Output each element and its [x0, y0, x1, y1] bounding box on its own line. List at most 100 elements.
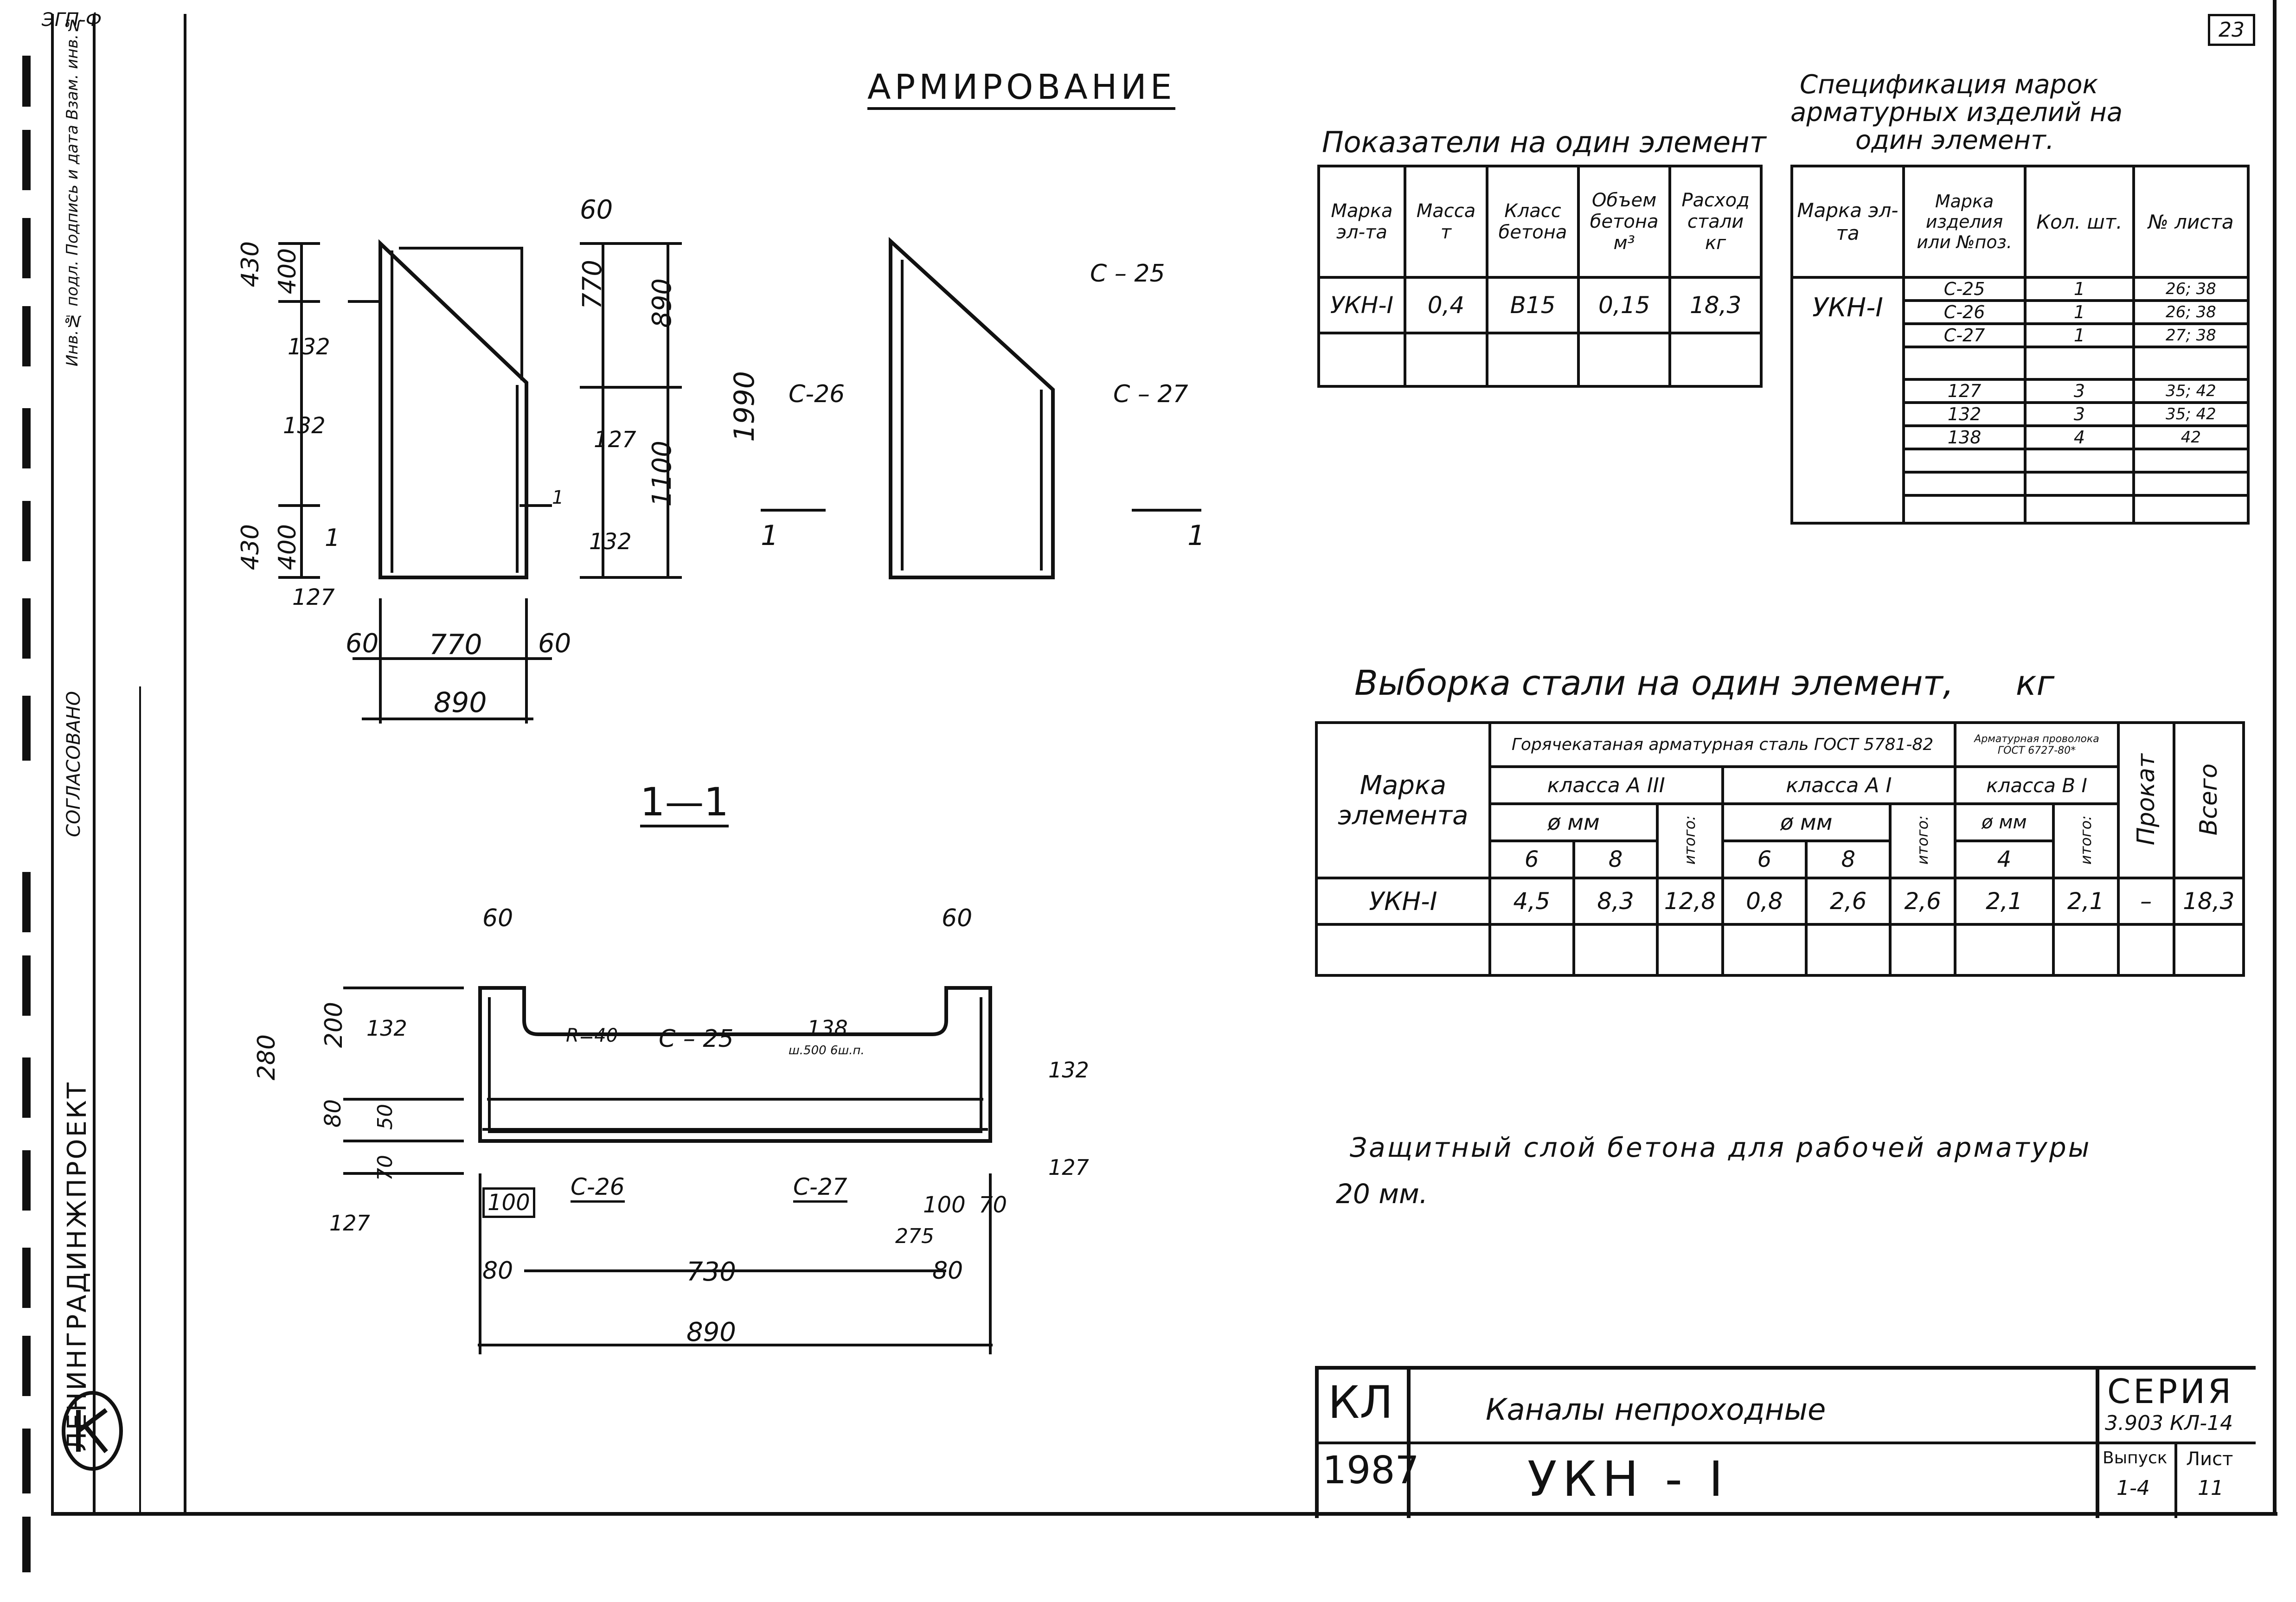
sec-w100-right: 100 [923, 1192, 966, 1218]
steel-empty-7 [1954, 923, 2055, 977]
sec-w80-left: 80 [482, 1257, 513, 1285]
dim-right-890: 890 [647, 278, 677, 328]
right-frame-line [2273, 0, 2277, 1516]
steel-r-a1-total: 2,6 [1889, 877, 1957, 926]
dim-left-bottom: 430 [237, 524, 264, 570]
steel-r-element: УКН-I [1315, 877, 1491, 926]
tb-name: Каналы непроходные [1486, 1393, 1826, 1427]
spec-r9-c2 [2132, 494, 2250, 525]
steel-d-1: 8 [1572, 839, 1659, 879]
sec-h200: 200 [320, 1002, 348, 1048]
sec-h280: 280 [253, 1034, 281, 1081]
spec-r2-c2: 27; 38 [2132, 322, 2250, 348]
steel-h-itogo-b1: итого: [2052, 802, 2120, 879]
steel-d-2: 6 [1721, 839, 1808, 879]
steel-h-vsego: Всего [2172, 721, 2245, 879]
ind-r1-c1 [1403, 332, 1488, 388]
side-mark-right: 1 [1187, 519, 1206, 552]
sec-label-127-right: 127 [1048, 1155, 1089, 1180]
tb-mark: УКН - I [1527, 1451, 1729, 1507]
dim-top-60: 60 [580, 195, 613, 225]
steel-h-element: Марка элемента [1315, 721, 1491, 879]
sheet-corner-number: 23 [2208, 14, 2255, 46]
sec-top-60-right: 60 [942, 904, 973, 932]
side-mark-left: 1 [761, 519, 779, 552]
steel-d-0: 6 [1488, 839, 1575, 879]
steel-empty-10 [2172, 923, 2245, 977]
sec-r40: R=40 [566, 1025, 618, 1046]
tb-sheet-label: Лист [2186, 1448, 2233, 1470]
dim-upper-770: 770 [577, 260, 608, 309]
spec-r7-c1 [2024, 448, 2135, 474]
ind-h-3: Объем бетона м³ [1577, 165, 1672, 279]
steel-empty-0 [1315, 923, 1491, 977]
label-127-b: 127 [292, 584, 335, 610]
label-132-b: 132 [283, 413, 326, 439]
steel-caption: Выборка стали на один элемент, кг [1354, 663, 2054, 703]
steel-caption-unit: кг [2015, 663, 2055, 703]
sec-h70: 70 [373, 1155, 397, 1181]
spec-r9-c0 [1902, 494, 2027, 525]
indicators-caption: Показатели на один элемент [1322, 125, 1766, 159]
dim-bottom-60-left: 60 [346, 628, 379, 659]
organization-logo [58, 1387, 127, 1477]
sec-label-132-left: 132 [366, 1016, 407, 1041]
spec-element: УКН-I [1790, 276, 1905, 525]
sec-label-c27: С-27 [793, 1173, 847, 1203]
spec-r7-c0 [1902, 448, 2027, 474]
steel-r-a3-8: 8,3 [1572, 877, 1659, 926]
steel-r-b1-total: 2,1 [2052, 877, 2120, 926]
spec-r6-c1: 4 [2024, 424, 2135, 450]
binding-marks [19, 0, 37, 1600]
spec-r9-c1 [2024, 494, 2135, 525]
sec-h80: 80 [320, 1099, 346, 1128]
side-stamp-column-lines [93, 14, 96, 1512]
specification-table: Марка эл-та Марка изделия или №поз. Кол.… [1790, 165, 2250, 525]
tb-series-value: 3.903 КЛ-14 [2105, 1411, 2233, 1435]
indicators-table: Марка эл-та Масса т Класс бетона Объем б… [1317, 165, 1763, 388]
spec-caption-3: один элемент. [1855, 125, 2054, 155]
steel-h-class-a3: класса А III [1488, 765, 1724, 805]
sec-label-138-note: ш.500 6ш.п. [789, 1044, 865, 1057]
dim-lower-1100: 1100 [647, 441, 677, 507]
spec-r3-c2 [2132, 346, 2250, 381]
main-title: АРМИРОВАНИЕ [867, 67, 1176, 110]
spec-caption-2: арматурных изделий на [1790, 97, 2123, 128]
dim-overall-1990: 1990 [728, 371, 761, 442]
steel-empty-1 [1488, 923, 1575, 977]
title-block: КЛ 1987 Каналы непроходные УКН - I СЕРИЯ… [1315, 1366, 2256, 1518]
note-line-2: 20 мм. [1336, 1178, 1428, 1210]
spec-h-3: № листа [2132, 165, 2250, 279]
spec-r7-c2 [2132, 448, 2250, 474]
spec-r1-c2: 26; 38 [2132, 299, 2250, 325]
steel-h-itogo-a3: итого: [1656, 802, 1724, 879]
spec-r2-c1: 1 [2024, 322, 2135, 348]
steel-empty-9 [2116, 923, 2175, 977]
spec-h-2: Кол. шт. [2024, 165, 2135, 279]
spec-r0-c1: 1 [2024, 276, 2135, 302]
spec-r5-c1: 3 [2024, 401, 2135, 427]
steel-r-total: 18,3 [2172, 877, 2245, 926]
steel-table: Марка элемента Горячекатаная арматурная … [1315, 721, 2245, 977]
ind-r0-c0: УКН-I [1317, 276, 1406, 334]
spec-r8-c0 [1902, 471, 2027, 497]
spec-r2-c0: С-27 [1902, 322, 2027, 348]
side-stamp: Инв.№ подл. Подпись и дата Взам. инв.№ С… [51, 14, 186, 1512]
steel-h-vsego-text: Всего [2194, 763, 2223, 836]
steel-r-b1-4: 2,1 [1954, 877, 2055, 926]
sec-w100-left: 100 [482, 1187, 535, 1218]
ind-r1-c2 [1485, 332, 1580, 388]
ind-r1-c3 [1577, 332, 1672, 388]
ind-r0-c1: 0,4 [1403, 276, 1488, 334]
tb-sheet-value: 11 [2198, 1476, 2224, 1500]
steel-d-3: 8 [1805, 839, 1892, 879]
spec-r8-c1 [2024, 471, 2135, 497]
steel-h-itogo-a3-text: итого: [1681, 815, 1699, 865]
tb-issue-label: Выпуск [2103, 1448, 2168, 1467]
steel-h-dia-a1: ø мм [1721, 802, 1892, 842]
dim-left-top: 430 [237, 241, 264, 288]
sec-label-c25: С – 25 [659, 1025, 734, 1053]
section-view [343, 986, 993, 1354]
section-mark-left: 1 [325, 524, 340, 552]
spec-r5-c0: 132 [1902, 401, 2027, 427]
